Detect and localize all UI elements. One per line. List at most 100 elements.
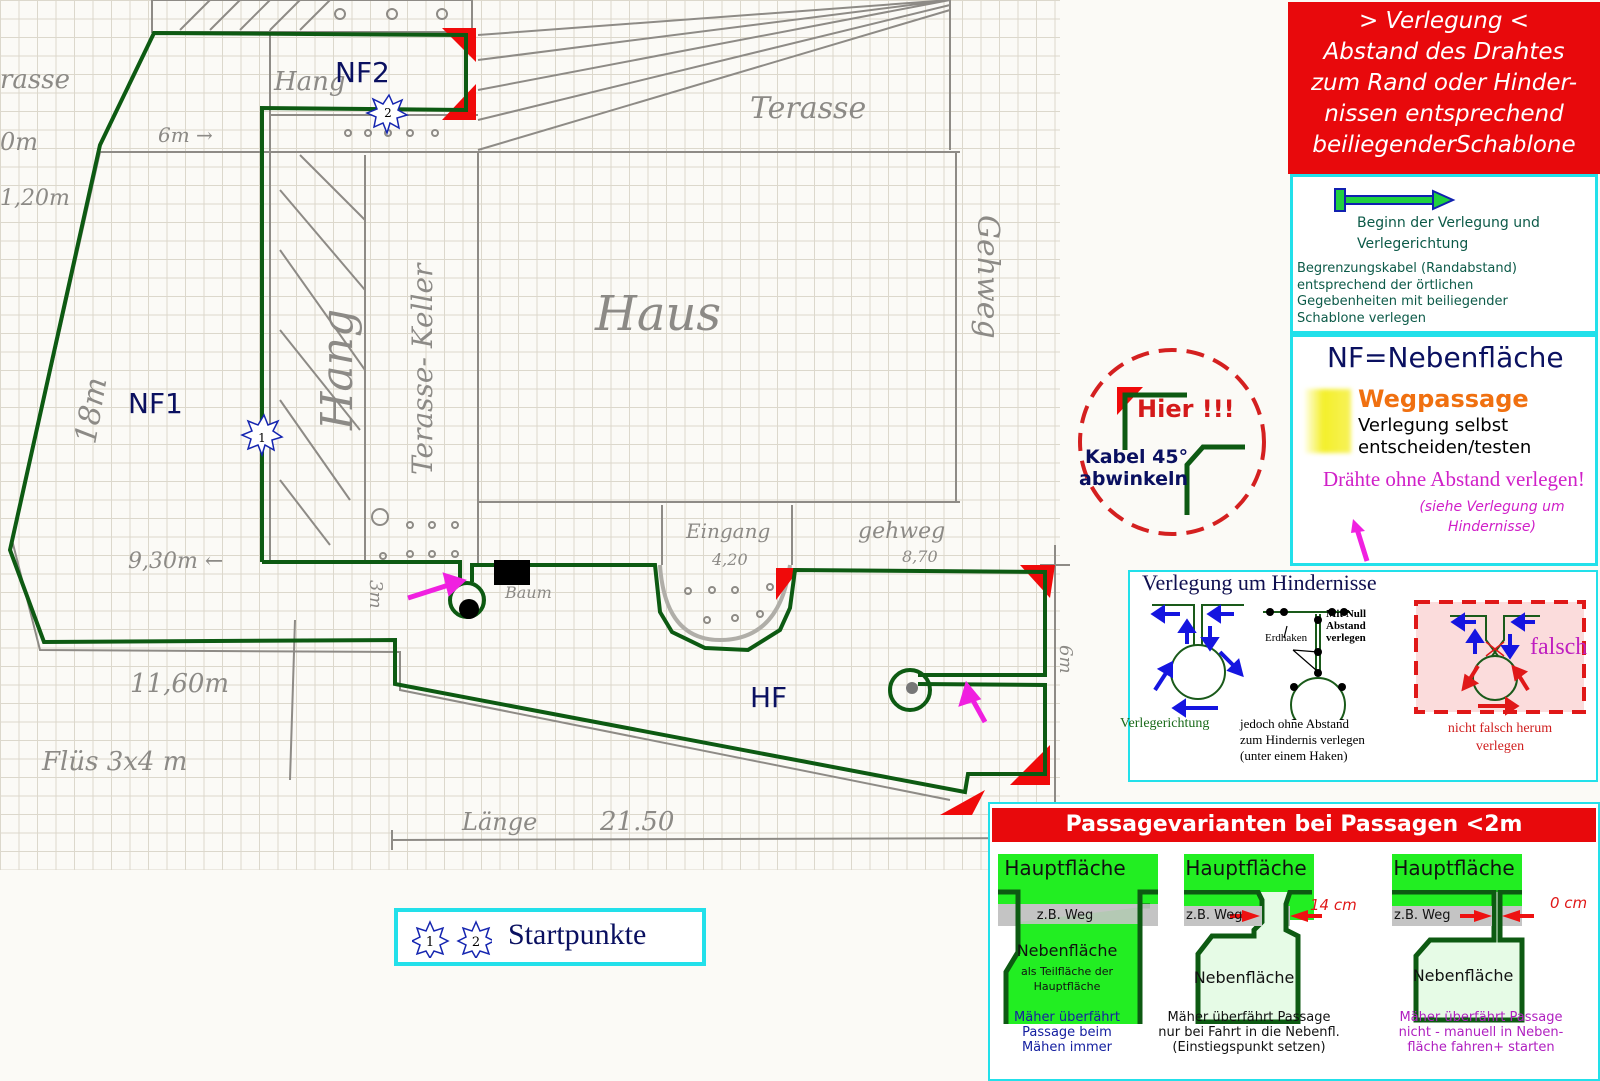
diagram-direction	[1150, 604, 1244, 718]
start-point-icons: 1 2	[412, 920, 492, 958]
legend-line: zum Rand oder Hinder-	[1310, 70, 1578, 96]
hint-text-line2: abwinkeln	[1079, 468, 1188, 490]
zero-distance-line1: Mit Null	[1326, 608, 1367, 620]
star-icon	[240, 413, 284, 458]
area-label-nf1: NF1	[128, 387, 183, 420]
wegpassage-text-line2: entscheiden/testen	[1358, 437, 1532, 458]
laying-direction-caption: Verlegerichtung	[1120, 716, 1210, 731]
zero-distance-line3: verlegen	[1326, 632, 1366, 644]
variant-1-side-label: Nebenfläche	[1016, 941, 1118, 960]
wires-no-distance-note: Drähte ohne Abstand verlegen!	[1323, 467, 1585, 491]
star-number: 1	[426, 935, 434, 950]
pointer-arrow-icon	[1351, 519, 1370, 562]
legend-line: > Verlegung <	[1358, 8, 1530, 34]
sketch-label-3m: 3m	[365, 580, 386, 609]
variant-3-path-label: z.B. Weg	[1394, 908, 1451, 923]
begin-text-line2: Verlegerichtung	[1357, 236, 1469, 252]
variant-3-gap-label: 0 cm	[1550, 894, 1588, 912]
hint-text-line1: Kabel 45°	[1085, 446, 1188, 468]
variant-3-caption-line3: fläche fahren+ starten	[1407, 1040, 1555, 1055]
sketch-label-terasse-left: rasse	[0, 65, 70, 95]
wire-corner-sharp	[1122, 392, 1187, 450]
arrow-head	[442, 572, 467, 597]
sketch-label-hang: Hang	[312, 309, 363, 431]
variant-2-diagram	[1184, 854, 1322, 1024]
legend-obstacles: Verlegung um Hindernisse	[1120, 570, 1598, 782]
legend-laying-distance: > Verlegung < Abstand des Drahtes zum Ra…	[1288, 2, 1600, 174]
no-distance-caption-line1: jedoch ohne Abstand	[1240, 716, 1350, 731]
cable-text-line2: entsprechend der örtlichen	[1297, 277, 1474, 293]
variant-1-path-label: z.B. Weg	[1036, 908, 1094, 923]
wire-corner-angled	[1184, 444, 1245, 515]
star-icon: 1	[412, 920, 450, 958]
sketch-label-11-60: 11,60m	[130, 669, 229, 699]
star-number: 2	[472, 935, 480, 950]
diagram-wrong: falsch	[1414, 600, 1587, 716]
legend-begin-direction: Beginn der Verlegung und Verlegerichtung…	[1290, 174, 1598, 334]
wire-path-nf	[7, 30, 1047, 795]
garden-plan: rasse Terasse Haus Hang Hang Terasse- Ke…	[0, 0, 1076, 850]
graph-paper-background	[0, 0, 1060, 870]
variant-2-caption-line3: (Einstiegspunkt setzen)	[1172, 1040, 1326, 1055]
variant-3-main-label: Hauptfläche	[1393, 856, 1515, 880]
corner-marker	[442, 84, 476, 120]
top-strip	[151, 0, 473, 33]
wrong-caption-line1: nicht falsch herum	[1447, 721, 1553, 736]
sketch-label-fluss: Flüs 3x4 m	[41, 747, 187, 777]
variant-1-side-sub2: Hauptfläche	[1033, 980, 1101, 993]
legend-line: Abstand des Drahtes	[1323, 39, 1565, 65]
legend-line: nissen entsprechend	[1324, 101, 1564, 127]
variant-3-diagram	[1392, 854, 1534, 1023]
cable-text-line4: Schablone verlegen	[1297, 310, 1426, 326]
variant-1-caption-line2: Passage beim	[1022, 1025, 1112, 1040]
legend-nebenflaeche: NF=Nebenfläche Wegpassage Verlegung selb…	[1290, 334, 1598, 566]
see-note-line2: Hindernisse)	[1448, 519, 1536, 535]
wire-path-hf	[470, 563, 1047, 677]
start-marker-2: 2	[365, 93, 409, 136]
pointer-arrows	[407, 572, 988, 724]
sketch-label-gehweg: gehweg	[858, 519, 945, 544]
variant-2-caption-line2: nur bei Fahrt in die Nebenfl.	[1158, 1025, 1340, 1040]
charging-station-icon	[494, 560, 530, 585]
variant-2-gap-label: 14 cm	[1310, 896, 1357, 914]
start-marker-number: 2	[384, 106, 392, 120]
sketch-label-6m-right: 6m	[1055, 645, 1076, 674]
sketch-label-eingang-size: 4,20	[711, 550, 748, 569]
boundary-wire	[7, 30, 1047, 795]
start-marker-1: 1	[240, 413, 284, 458]
nf-definition-title: NF=Nebenfläche	[1327, 341, 1564, 374]
passages-title: Passagevarianten bei Passagen <2m	[992, 808, 1596, 842]
legend-passage-variants: Passagevarianten bei Passagen <2m	[988, 802, 1600, 1081]
wegpassage-swatch	[1305, 389, 1351, 453]
pencil-sketch	[11, 0, 1070, 850]
variant-1-caption-line1: Mäher überfährt	[1014, 1010, 1120, 1025]
hatch	[179, 0, 331, 31]
variant-3-caption-line2: nicht - manuell in Neben-	[1398, 1025, 1564, 1040]
variant-1-side-sub1: als Teilfläche der	[1021, 965, 1113, 978]
obstacles-title: Verlegung um Hindernisse	[1142, 570, 1377, 595]
tree-icon	[459, 599, 479, 619]
wegpassage-text-line1: Verlegung selbst	[1358, 415, 1509, 436]
wire-loop-tree-right	[888, 668, 932, 712]
variant-2-path-label: z.B. Weg	[1186, 908, 1243, 923]
legend-line: beiliegenderSchablone	[1312, 132, 1576, 158]
star-icon: 2	[456, 920, 492, 958]
cable-text-line1: Begrenzungskabel (Randabstand)	[1297, 261, 1517, 276]
start-points-label: Startpunkte	[508, 918, 647, 951]
variant-1-caption-line3: Mähen immer	[1021, 1040, 1113, 1055]
wrong-caption-line2: verlegen	[1475, 739, 1525, 754]
sketch-label-terasse: Terasse	[750, 91, 866, 126]
wegpassage-label: Wegpassage	[1358, 385, 1529, 413]
variant-3-caption-line1: Mäher überfährt Passage	[1399, 1010, 1563, 1025]
obstacle-diagrams: falsch	[1150, 600, 1587, 720]
variant-2-side-label: Nebenfläche	[1193, 968, 1295, 987]
sketch-label-9-30: 9,30m ←	[128, 549, 223, 574]
sketch-label-dim-top-left: 0m	[0, 128, 38, 156]
variant-1-main-label: Hauptfläche	[1004, 856, 1126, 880]
arrow-head	[958, 680, 982, 707]
variant-3-side-label: Nebenfläche	[1412, 966, 1514, 985]
no-distance-caption-line2: zum Hindernis verlegen	[1240, 732, 1365, 747]
sketch-label-terasse-keller: Terasse- Keller	[406, 262, 439, 475]
area-label-nf2: NF2	[335, 56, 390, 89]
tree-icon	[906, 682, 918, 694]
